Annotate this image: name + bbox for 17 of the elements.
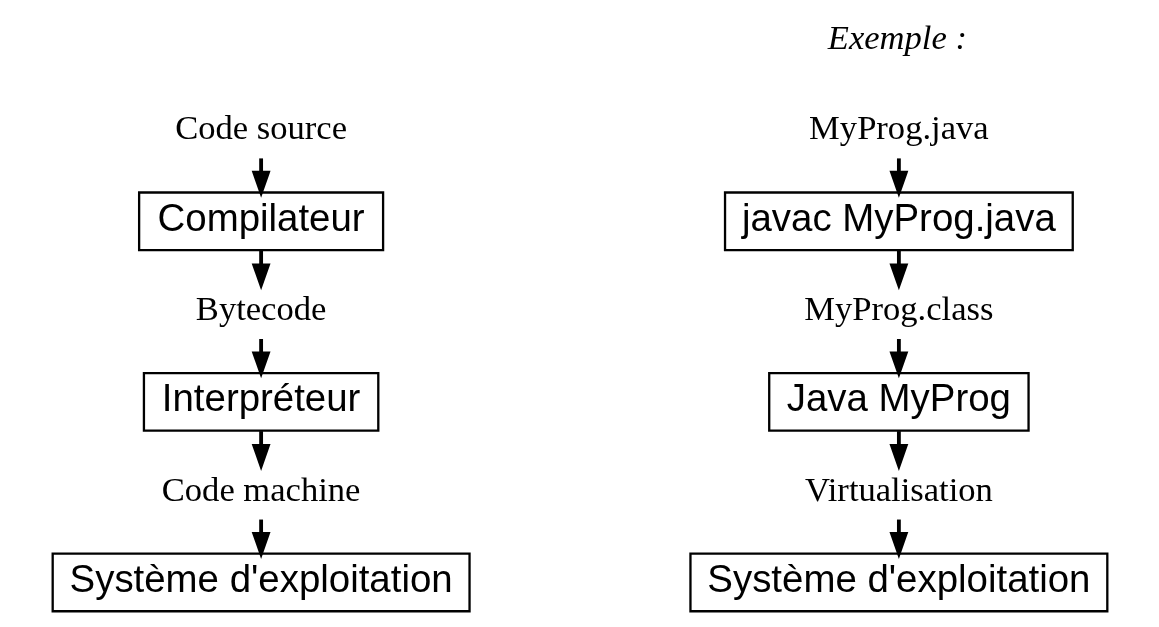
arrow	[888, 431, 908, 471]
node-text: Code source	[174, 108, 347, 147]
arrow	[251, 158, 271, 198]
node-box: Compilateur	[137, 191, 384, 252]
node-text: Code machine	[161, 469, 360, 508]
node-text: MyProg.class	[803, 289, 993, 328]
node-box: Système d'exploitation	[51, 552, 471, 613]
node-box: Java MyProg	[767, 371, 1030, 432]
node-text: Bytecode	[195, 289, 326, 328]
node-box: Système d'exploitation	[688, 552, 1108, 613]
label: Exemple :	[827, 18, 967, 57]
node-box: Interpréteur	[142, 371, 379, 432]
arrow	[251, 431, 271, 471]
node-text: MyProg.java	[808, 108, 989, 147]
node-box: javac MyProg.java	[723, 191, 1074, 252]
node-text: Virtualisation	[804, 469, 993, 508]
arrow	[888, 158, 908, 198]
